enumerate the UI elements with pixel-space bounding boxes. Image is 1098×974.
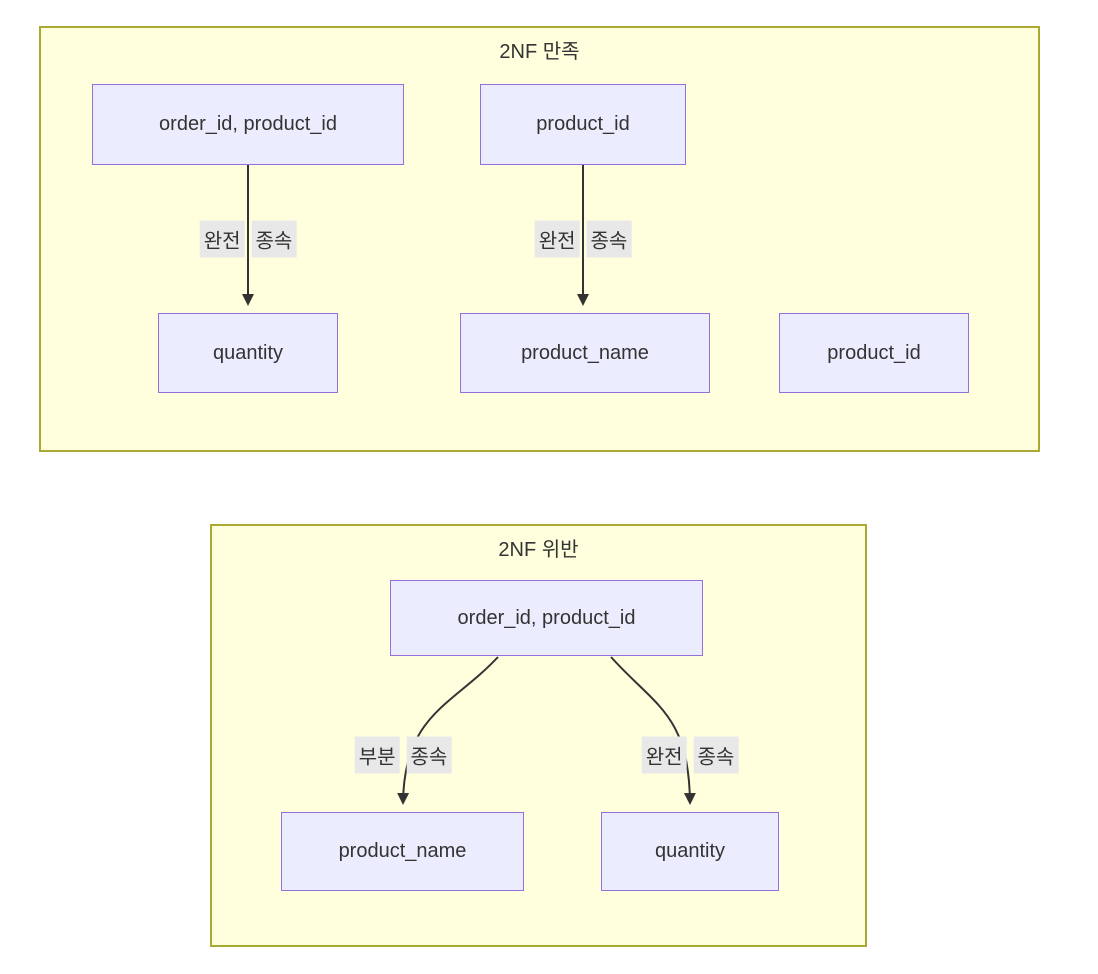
node-product-id-key: product_id <box>480 84 686 165</box>
edge-label-word: 종속 <box>586 220 632 258</box>
subgraph-title-2nf-violated: 2NF 위반 <box>498 539 579 561</box>
edge-label-word: 완전 <box>534 220 580 258</box>
subgraph-title-2nf-satisfied: 2NF 만족 <box>499 41 580 63</box>
node-label: quantity <box>654 840 726 862</box>
edge-label-full-dependency-3: 완전 종속 <box>641 736 739 774</box>
node-product-id-attr: product_id <box>779 313 969 393</box>
edge-partial-dependency-product-name <box>397 656 499 805</box>
edge-label-full-dependency-2: 완전 종속 <box>534 220 632 258</box>
node-label: product_id <box>827 341 921 364</box>
edge-label-word: 종속 <box>406 736 452 774</box>
node-label: product_name <box>521 341 649 364</box>
node-label: order_id, product_id <box>457 606 636 629</box>
node-quantity-violated: quantity <box>601 812 779 891</box>
edge-label-word: 종속 <box>693 736 739 774</box>
node-label: product_name <box>338 840 467 862</box>
node-quantity: quantity <box>158 313 338 393</box>
node-label: quantity <box>212 341 284 364</box>
edge-label-word: 종속 <box>251 220 297 258</box>
edge-label-word: 부분 <box>354 736 400 774</box>
edge-full-dependency-quantity-violated <box>610 656 696 805</box>
node-product-name-violated: product_name <box>281 812 524 891</box>
node-label: order_id, product_id <box>159 113 337 135</box>
edge-label-word: 완전 <box>641 736 687 774</box>
edge-label-full-dependency-1: 완전 종속 <box>199 220 297 258</box>
node-label: product_id <box>536 113 630 135</box>
edge-label-partial-dependency: 부분 종속 <box>354 736 452 774</box>
node-order-id-product-id-key: order_id, product_id <box>92 84 404 165</box>
node-product-name: product_name <box>460 313 710 393</box>
edge-label-word: 완전 <box>199 220 245 258</box>
node-order-id-product-id-key-violated: order_id, product_id <box>390 580 703 656</box>
